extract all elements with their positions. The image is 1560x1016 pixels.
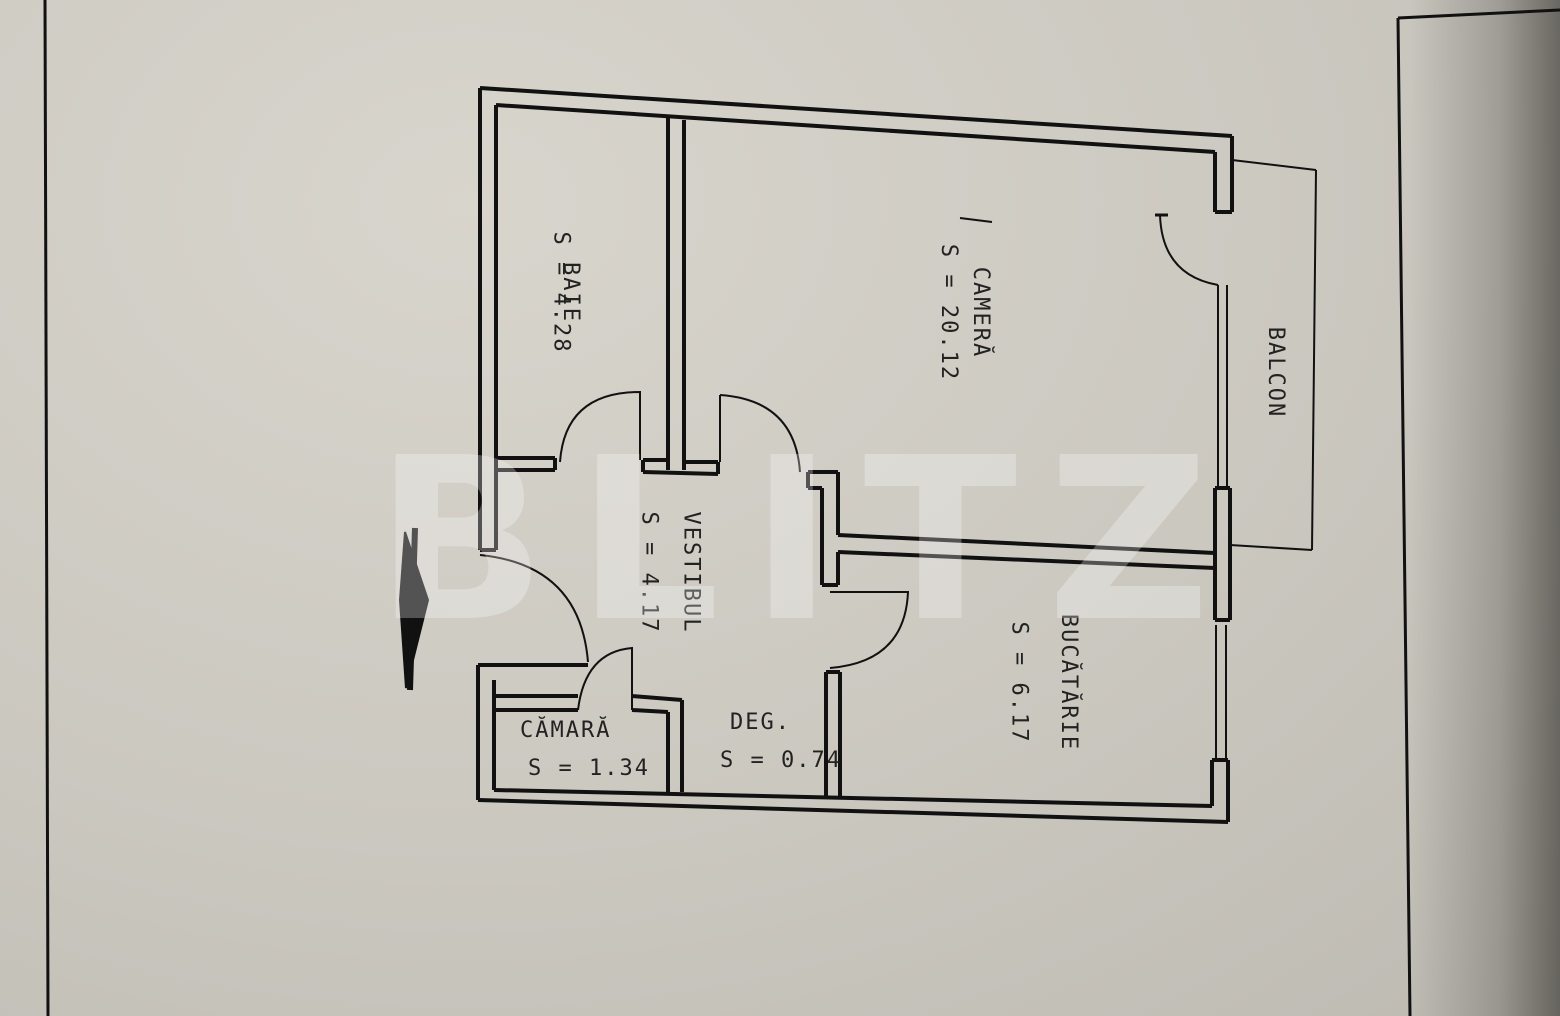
room-camara-area: S = 1.34	[528, 756, 650, 781]
wall-lower	[494, 670, 842, 798]
room-deg-area: S = 0.74	[720, 748, 842, 773]
frame-right	[1396, 17, 1412, 1016]
room-camara-name: CĂMARĂ	[520, 718, 612, 743]
watermark: BLITZ	[375, 410, 1241, 672]
wall-camera-bucatarie	[806, 470, 1216, 587]
room-camera-name: CAMERĂ	[968, 266, 994, 359]
room-baie-area: S = 4.28	[548, 231, 574, 354]
room-balcon-name: BALCON	[1263, 326, 1289, 419]
room-camera: CAMERĂ S = 20.12	[900, 240, 1040, 400]
door-baie	[559, 390, 641, 463]
balcony-outline	[1229, 159, 1317, 551]
window-bucatarie	[1215, 625, 1227, 758]
frame-left	[43, 0, 50, 1016]
door-entrance	[479, 554, 589, 663]
frame-top	[1397, 8, 1560, 20]
door-camara	[577, 646, 633, 711]
wall-baie-bottom	[496, 456, 557, 472]
room-deg-name: DEG.	[730, 710, 791, 735]
room-camera-area: S = 20.12	[936, 243, 962, 382]
balcony-door	[1159, 214, 1219, 286]
door-camera	[719, 394, 801, 473]
page-shadow	[1410, 0, 1560, 1016]
window-camera	[1217, 285, 1228, 488]
room-baie: BAIE S = 4.28	[520, 230, 640, 360]
wall-baie-camera	[641, 118, 720, 476]
door-bucatarie	[829, 591, 910, 669]
